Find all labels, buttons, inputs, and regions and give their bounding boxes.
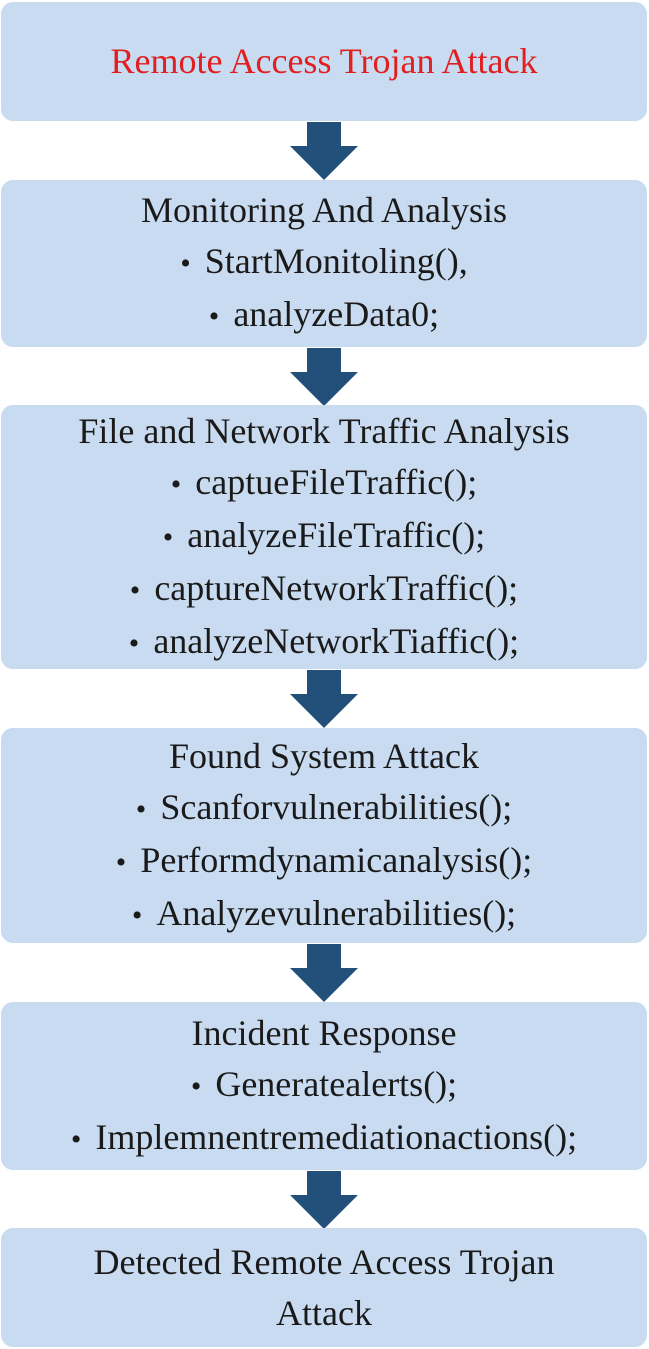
step-title: Incident Response (191, 1012, 457, 1053)
step-title: Found System Attack (168, 735, 479, 776)
step-title-line2: Attack (276, 1292, 372, 1333)
step-title: Remote Access Trojan Attack (110, 41, 538, 81)
down-arrow-icon (290, 1171, 358, 1229)
step-item: Generatealerts(); (191, 1059, 457, 1112)
step-remote-access-trojan-attack: Remote Access Trojan Attack (1, 2, 647, 121)
step-item: captueFileTraffic(); (171, 457, 477, 510)
step-item: analyzeFileTraffic(); (163, 510, 485, 563)
down-arrow-icon (290, 348, 358, 406)
step-item: Scanforvulnerabilities(); (136, 782, 512, 835)
step-incident-response: Incident Response Generatealerts(); Impl… (1, 1002, 647, 1170)
step-item: StartMonitoling(), (180, 236, 468, 289)
down-arrow-icon (290, 944, 358, 1002)
down-arrow-icon (290, 122, 358, 180)
step-item: analyzeNetworkTiaffic(); (129, 616, 519, 669)
step-item: captureNetworkTraffic(); (130, 563, 518, 616)
step-found-system-attack: Found System Attack Scanforvulnerabiliti… (1, 728, 647, 943)
step-detected-remote-access-trojan-attack: Detected Remote Access Trojan Attack (1, 1228, 647, 1347)
step-item: Implemnentremediationactions(); (71, 1112, 577, 1165)
step-title: Detected Remote Access Trojan (93, 1241, 555, 1282)
step-file-and-network-traffic-analysis: File and Network Traffic Analysis captue… (1, 405, 647, 669)
step-item: Performdynamicanalysis(); (116, 835, 532, 888)
step-title: Monitoring And Analysis (140, 190, 508, 230)
step-item: Analyzevulnerabilities(); (132, 888, 516, 941)
step-monitoring-and-analysis: Monitoring And Analysis StartMonitoling(… (1, 180, 647, 347)
step-title: File and Network Traffic Analysis (78, 410, 570, 451)
down-arrow-icon (290, 670, 358, 728)
step-item: analyzeData0; (209, 289, 439, 342)
